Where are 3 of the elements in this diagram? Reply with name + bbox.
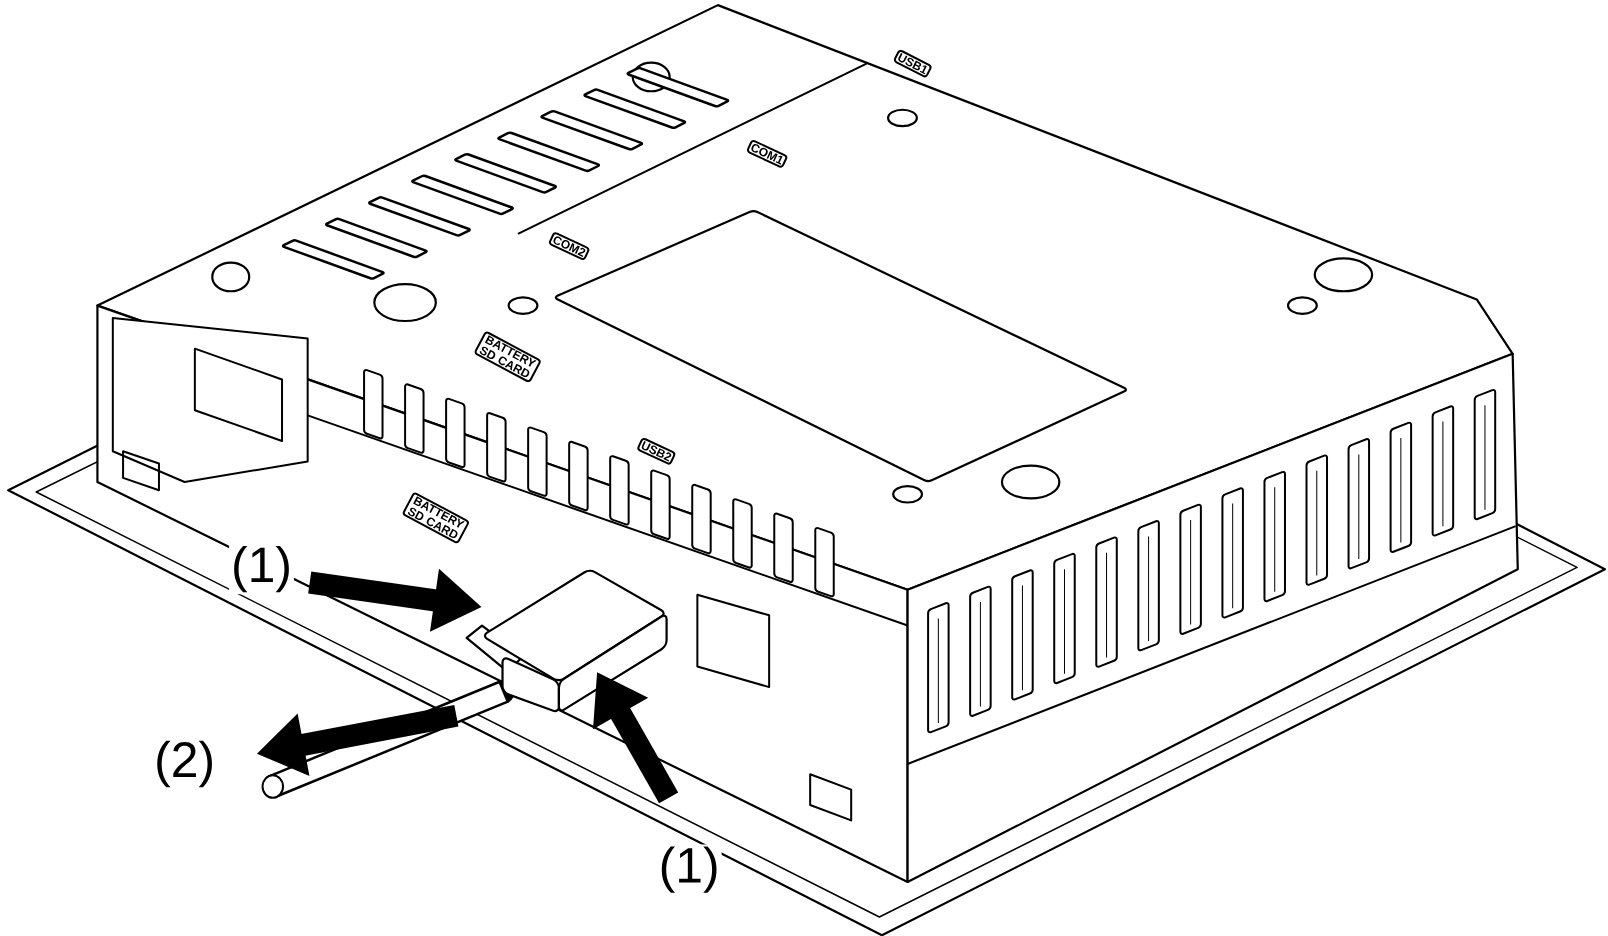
callout-number: (1) (656, 844, 722, 895)
callout-number: (2) (152, 738, 218, 790)
callout-number: (1) (229, 543, 294, 595)
